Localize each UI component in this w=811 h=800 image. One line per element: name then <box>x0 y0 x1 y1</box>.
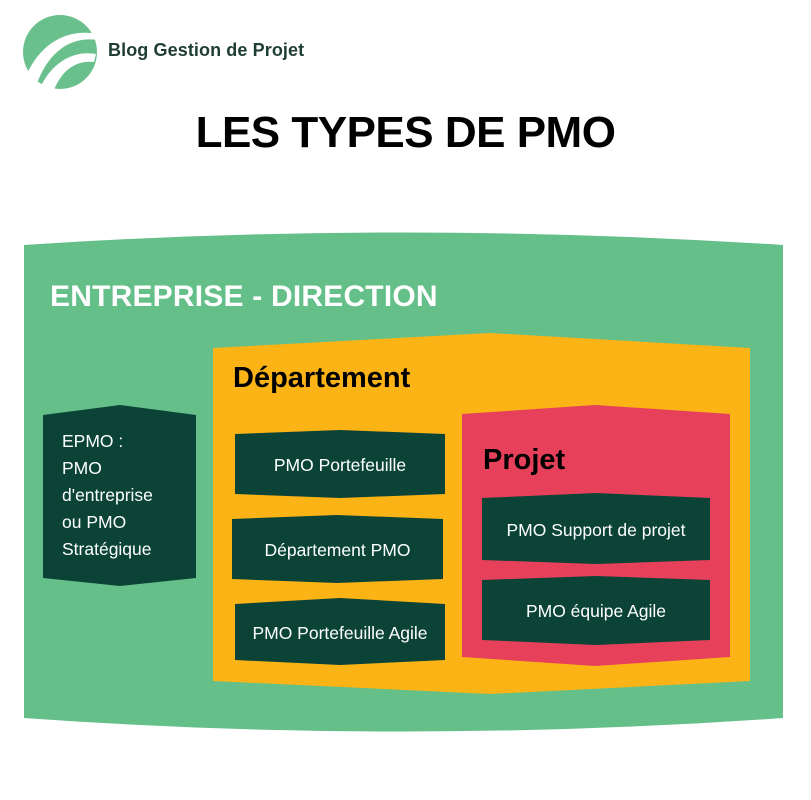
epmo-line: EPMO : <box>62 431 124 451</box>
department-label: Département <box>233 362 411 394</box>
dept-box-1 <box>235 430 445 498</box>
dept-box-3 <box>235 598 445 665</box>
brand-logo <box>23 15 98 90</box>
enterprise-label: ENTREPRISE - DIRECTION <box>50 280 438 313</box>
epmo-text: EPMO : PMO d'entreprise ou PMO Stratégiq… <box>62 428 190 563</box>
dept-box-2 <box>232 515 443 583</box>
dept-item-label: Département PMO <box>264 539 411 560</box>
brand-name: Blog Gestion de Projet <box>108 40 305 60</box>
projet-label: Projet <box>483 444 566 476</box>
dept-item-label: PMO Portefeuille Agile <box>252 622 428 643</box>
epmo-line: Stratégique <box>62 539 152 559</box>
projet-item-label: PMO Support de projet <box>506 519 686 540</box>
epmo-line: ou PMO <box>62 512 127 532</box>
epmo-box <box>43 405 196 586</box>
projet-box-1 <box>482 493 710 564</box>
epmo-line: d'entreprise <box>62 485 153 505</box>
dept-item-label: PMO Portefeuille <box>273 454 407 475</box>
projet-box-2 <box>482 576 710 645</box>
projet-item-label: PMO équipe Agile <box>525 601 667 621</box>
page-title: LES TYPES DE PMO <box>195 108 616 157</box>
epmo-line: PMO <box>62 458 102 478</box>
